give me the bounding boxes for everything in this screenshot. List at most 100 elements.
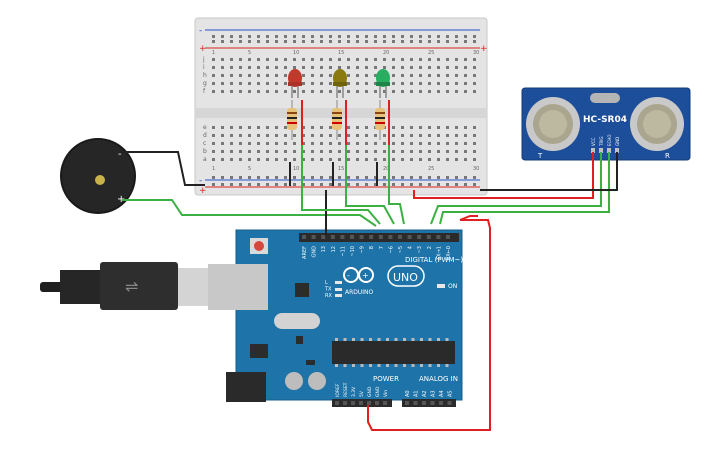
hole-r7-19[interactable]	[374, 142, 377, 145]
hole-bottom-plus-12[interactable]	[311, 183, 314, 186]
hole-r1-16[interactable]	[347, 66, 350, 69]
analog-pin-a5[interactable]	[447, 401, 452, 405]
hole-r7-23[interactable]	[410, 142, 413, 145]
hole-r4-21[interactable]	[392, 90, 395, 93]
hole-r5-23[interactable]	[410, 126, 413, 129]
hole-top-plus-15[interactable]	[338, 40, 341, 43]
power-pin-2[interactable]	[351, 401, 355, 405]
hole-bottom-minus-4[interactable]	[239, 176, 242, 179]
hole-r9-28[interactable]	[455, 158, 458, 161]
hole-r2-23[interactable]	[410, 74, 413, 77]
hole-top-plus-21[interactable]	[392, 40, 395, 43]
hole-top-minus-21[interactable]	[392, 35, 395, 38]
hole-bottom-minus-11[interactable]	[302, 176, 305, 179]
digital-pin-9[interactable]	[388, 235, 393, 239]
hole-top-plus-27[interactable]	[446, 40, 449, 43]
wire-5v-rail[interactable]	[459, 215, 478, 221]
hole-bottom-minus-29[interactable]	[464, 176, 467, 179]
hole-top-minus-18[interactable]	[365, 35, 368, 38]
hole-r1-30[interactable]	[473, 66, 476, 69]
hole-r3-5[interactable]	[248, 82, 251, 85]
hole-bottom-minus-16[interactable]	[347, 176, 350, 179]
hole-bottom-plus-16[interactable]	[347, 183, 350, 186]
hole-top-plus-7[interactable]	[266, 40, 269, 43]
hole-r2-8[interactable]	[275, 74, 278, 77]
hole-r2-18[interactable]	[365, 74, 368, 77]
digital-pin-3[interactable]	[330, 235, 335, 239]
hole-r3-16[interactable]	[347, 82, 350, 85]
hole-r8-29[interactable]	[464, 150, 467, 153]
hole-top-minus-14[interactable]	[329, 35, 332, 38]
hole-r3-30[interactable]	[473, 82, 476, 85]
hole-top-plus-24[interactable]	[419, 40, 422, 43]
hole-r6-16[interactable]	[347, 134, 350, 137]
hole-bottom-plus-2[interactable]	[221, 183, 224, 186]
hole-r5-27[interactable]	[446, 126, 449, 129]
hole-top-minus-30[interactable]	[473, 35, 476, 38]
hole-r0-12[interactable]	[311, 58, 314, 61]
digital-pin-6[interactable]	[359, 235, 364, 239]
hole-r7-11[interactable]	[302, 142, 305, 145]
hole-top-plus-1[interactable]	[212, 40, 215, 43]
hole-bottom-plus-6[interactable]	[257, 183, 260, 186]
hole-r2-1[interactable]	[212, 74, 215, 77]
hole-bottom-minus-3[interactable]	[230, 176, 233, 179]
hole-r1-28[interactable]	[455, 66, 458, 69]
hole-top-minus-4[interactable]	[239, 35, 242, 38]
hole-r5-8[interactable]	[275, 126, 278, 129]
hole-r5-6[interactable]	[257, 126, 260, 129]
hole-r5-29[interactable]	[464, 126, 467, 129]
hole-top-minus-3[interactable]	[230, 35, 233, 38]
hole-r0-19[interactable]	[374, 58, 377, 61]
hole-r6-5[interactable]	[248, 134, 251, 137]
digital-pin-5[interactable]	[350, 235, 354, 239]
hole-bottom-minus-28[interactable]	[455, 176, 458, 179]
hole-r5-21[interactable]	[392, 126, 395, 129]
hole-bottom-plus-15[interactable]	[338, 183, 341, 186]
hole-r7-29[interactable]	[464, 142, 467, 145]
hole-top-plus-14[interactable]	[329, 40, 332, 43]
hole-r6-9[interactable]	[284, 134, 287, 137]
hole-r0-21[interactable]	[392, 58, 395, 61]
hole-r4-17[interactable]	[356, 90, 359, 93]
digital-pin-4[interactable]	[340, 235, 345, 239]
sensor-pin-trig[interactable]	[599, 148, 603, 153]
hole-r2-12[interactable]	[311, 74, 314, 77]
hole-bottom-minus-7[interactable]	[266, 176, 269, 179]
hole-r6-12[interactable]	[311, 134, 314, 137]
hole-r1-14[interactable]	[329, 66, 332, 69]
hole-bottom-plus-10[interactable]	[293, 183, 296, 186]
hole-r0-22[interactable]	[401, 58, 404, 61]
hole-r7-26[interactable]	[437, 142, 440, 145]
hole-r5-3[interactable]	[230, 126, 233, 129]
analog-pin-a4[interactable]	[439, 401, 443, 405]
hole-r1-20[interactable]	[383, 66, 386, 69]
hole-r9-14[interactable]	[329, 158, 332, 161]
hole-r8-24[interactable]	[419, 150, 422, 153]
hole-r7-8[interactable]	[275, 142, 278, 145]
power-pin-5[interactable]	[375, 401, 379, 405]
hole-r4-27[interactable]	[446, 90, 449, 93]
hole-r8-6[interactable]	[257, 150, 260, 153]
hole-r0-23[interactable]	[410, 58, 413, 61]
hole-r0-8[interactable]	[275, 58, 278, 61]
power-pin-6[interactable]	[383, 401, 387, 405]
hole-bottom-plus-17[interactable]	[356, 183, 359, 186]
hole-r8-27[interactable]	[446, 150, 449, 153]
hole-r8-13[interactable]	[320, 150, 323, 153]
hole-r9-20[interactable]	[383, 158, 386, 161]
hole-r9-10[interactable]	[293, 158, 296, 161]
hole-r8-26[interactable]	[437, 150, 440, 153]
hole-r8-11[interactable]	[302, 150, 305, 153]
hole-r8-28[interactable]	[455, 150, 458, 153]
hole-bottom-minus-15[interactable]	[338, 176, 341, 179]
wire-buzzer-gnd[interactable]	[120, 151, 205, 186]
resistor-yellow-led[interactable]	[332, 100, 342, 140]
hole-bottom-minus-27[interactable]	[446, 176, 449, 179]
hole-r3-26[interactable]	[437, 82, 440, 85]
hole-r0-24[interactable]	[419, 58, 422, 61]
hole-r6-6[interactable]	[257, 134, 260, 137]
hole-r3-6[interactable]	[257, 82, 260, 85]
analog-pin-a3[interactable]	[430, 401, 435, 405]
